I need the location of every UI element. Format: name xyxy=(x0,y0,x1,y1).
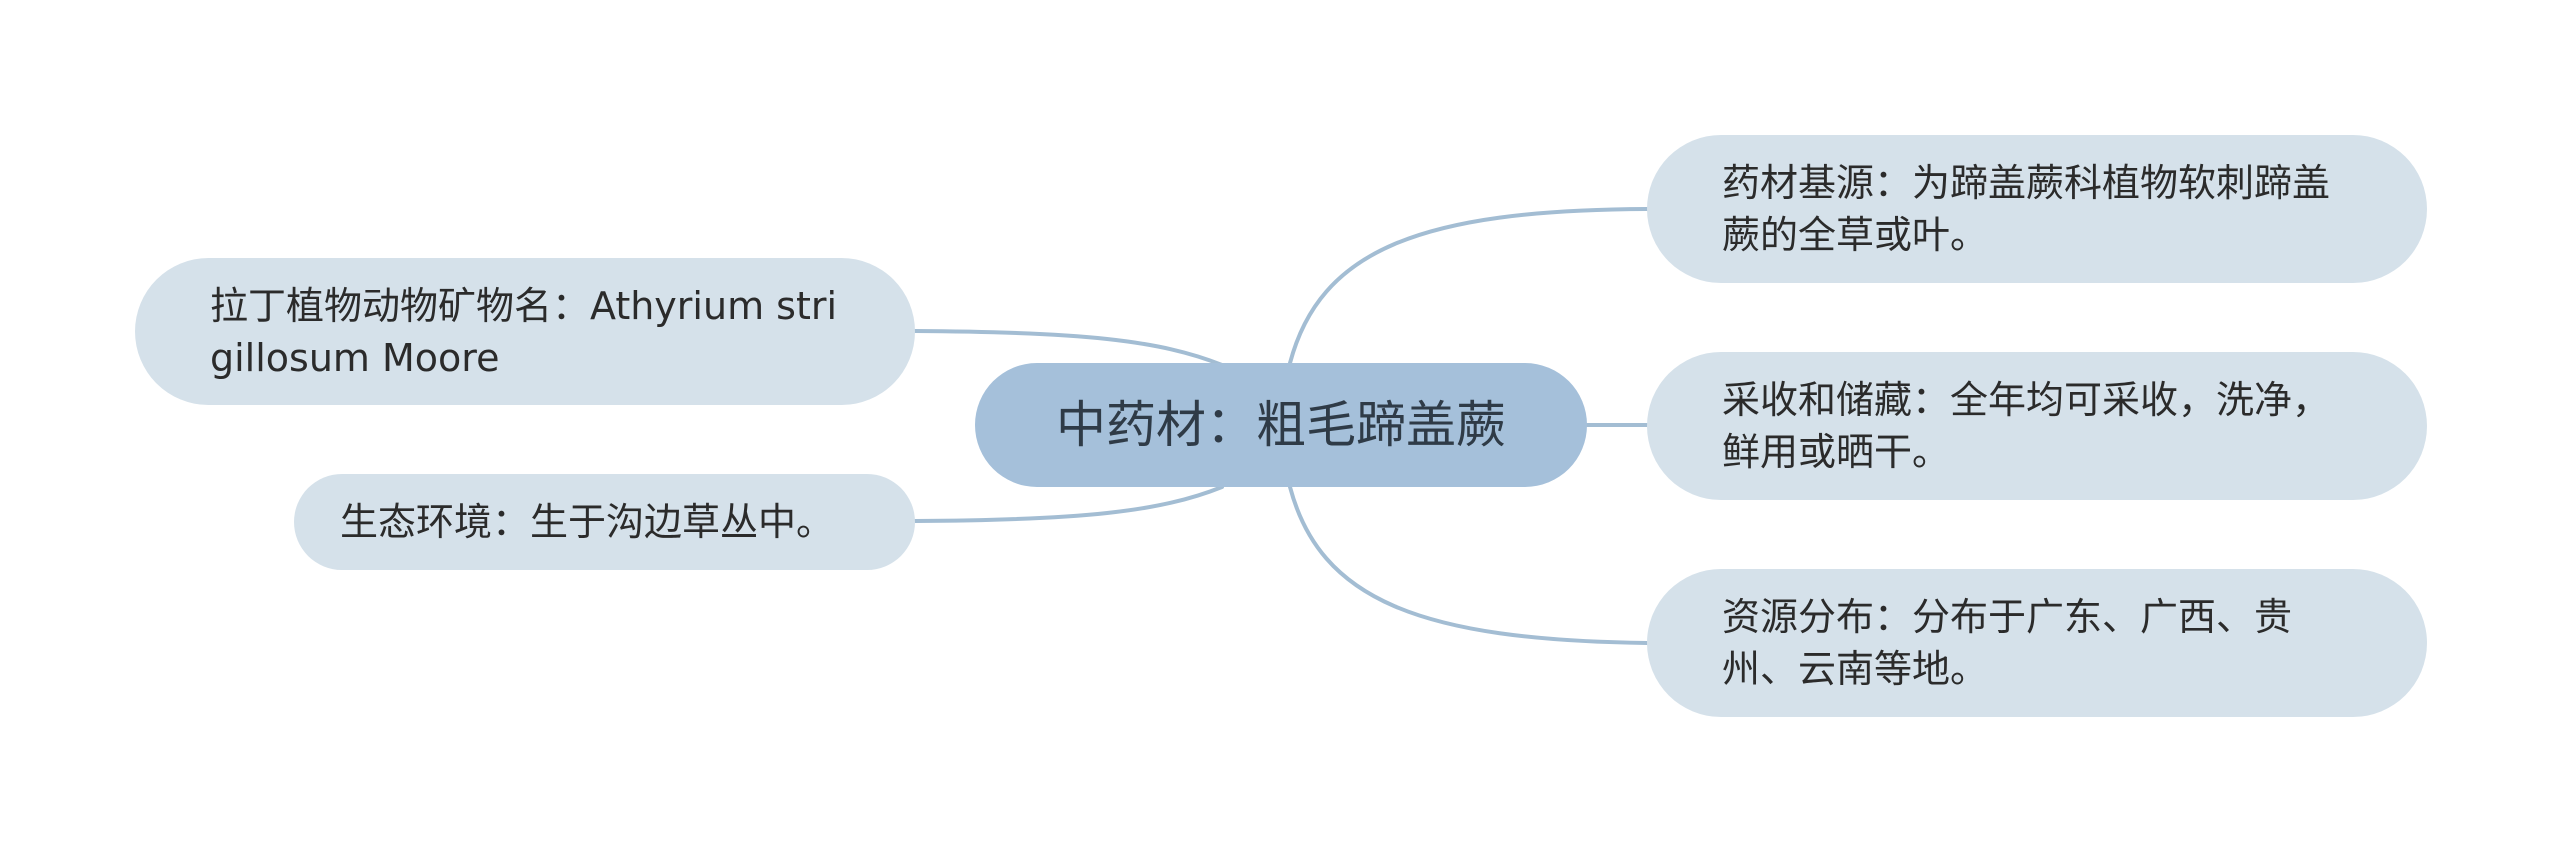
central-topic[interactable]: 中药材：粗毛蹄盖蕨 xyxy=(975,363,1587,487)
connector-source xyxy=(1288,207,1649,365)
branch-ecology-label: 生态环境：生于沟边草丛中。 xyxy=(340,500,835,544)
branch-distribution[interactable]: 资源分布：分布于广东、广西、贵州、云南等地。 xyxy=(1647,569,2427,717)
branch-ecology[interactable]: 生态环境：生于沟边草丛中。 xyxy=(294,474,915,570)
connector-ecology xyxy=(913,485,1224,523)
central-topic-label: 中药材：粗毛蹄盖蕨 xyxy=(1056,396,1506,454)
branch-source[interactable]: 药材基源：为蹄盖蕨科植物软刺蹄盖蕨的全草或叶。 xyxy=(1647,135,2427,283)
branch-latin-name-label: 拉丁植物动物矿物名：Athyrium strigillosum Moore xyxy=(210,283,838,380)
branch-harvest-label: 采收和储藏：全年均可采收，洗净，鲜用或晒干。 xyxy=(1722,378,2331,474)
connector-latin xyxy=(913,329,1224,367)
branch-latin-name[interactable]: 拉丁植物动物矿物名：Athyrium strigillosum Moore xyxy=(135,258,915,405)
branch-source-label: 药材基源：为蹄盖蕨科植物软刺蹄盖蕨的全草或叶。 xyxy=(1722,161,2331,257)
connector-distribution xyxy=(1288,485,1649,645)
branch-harvest[interactable]: 采收和储藏：全年均可采收，洗净，鲜用或晒干。 xyxy=(1647,352,2427,500)
branch-distribution-label: 资源分布：分布于广东、广西、贵州、云南等地。 xyxy=(1722,595,2293,691)
